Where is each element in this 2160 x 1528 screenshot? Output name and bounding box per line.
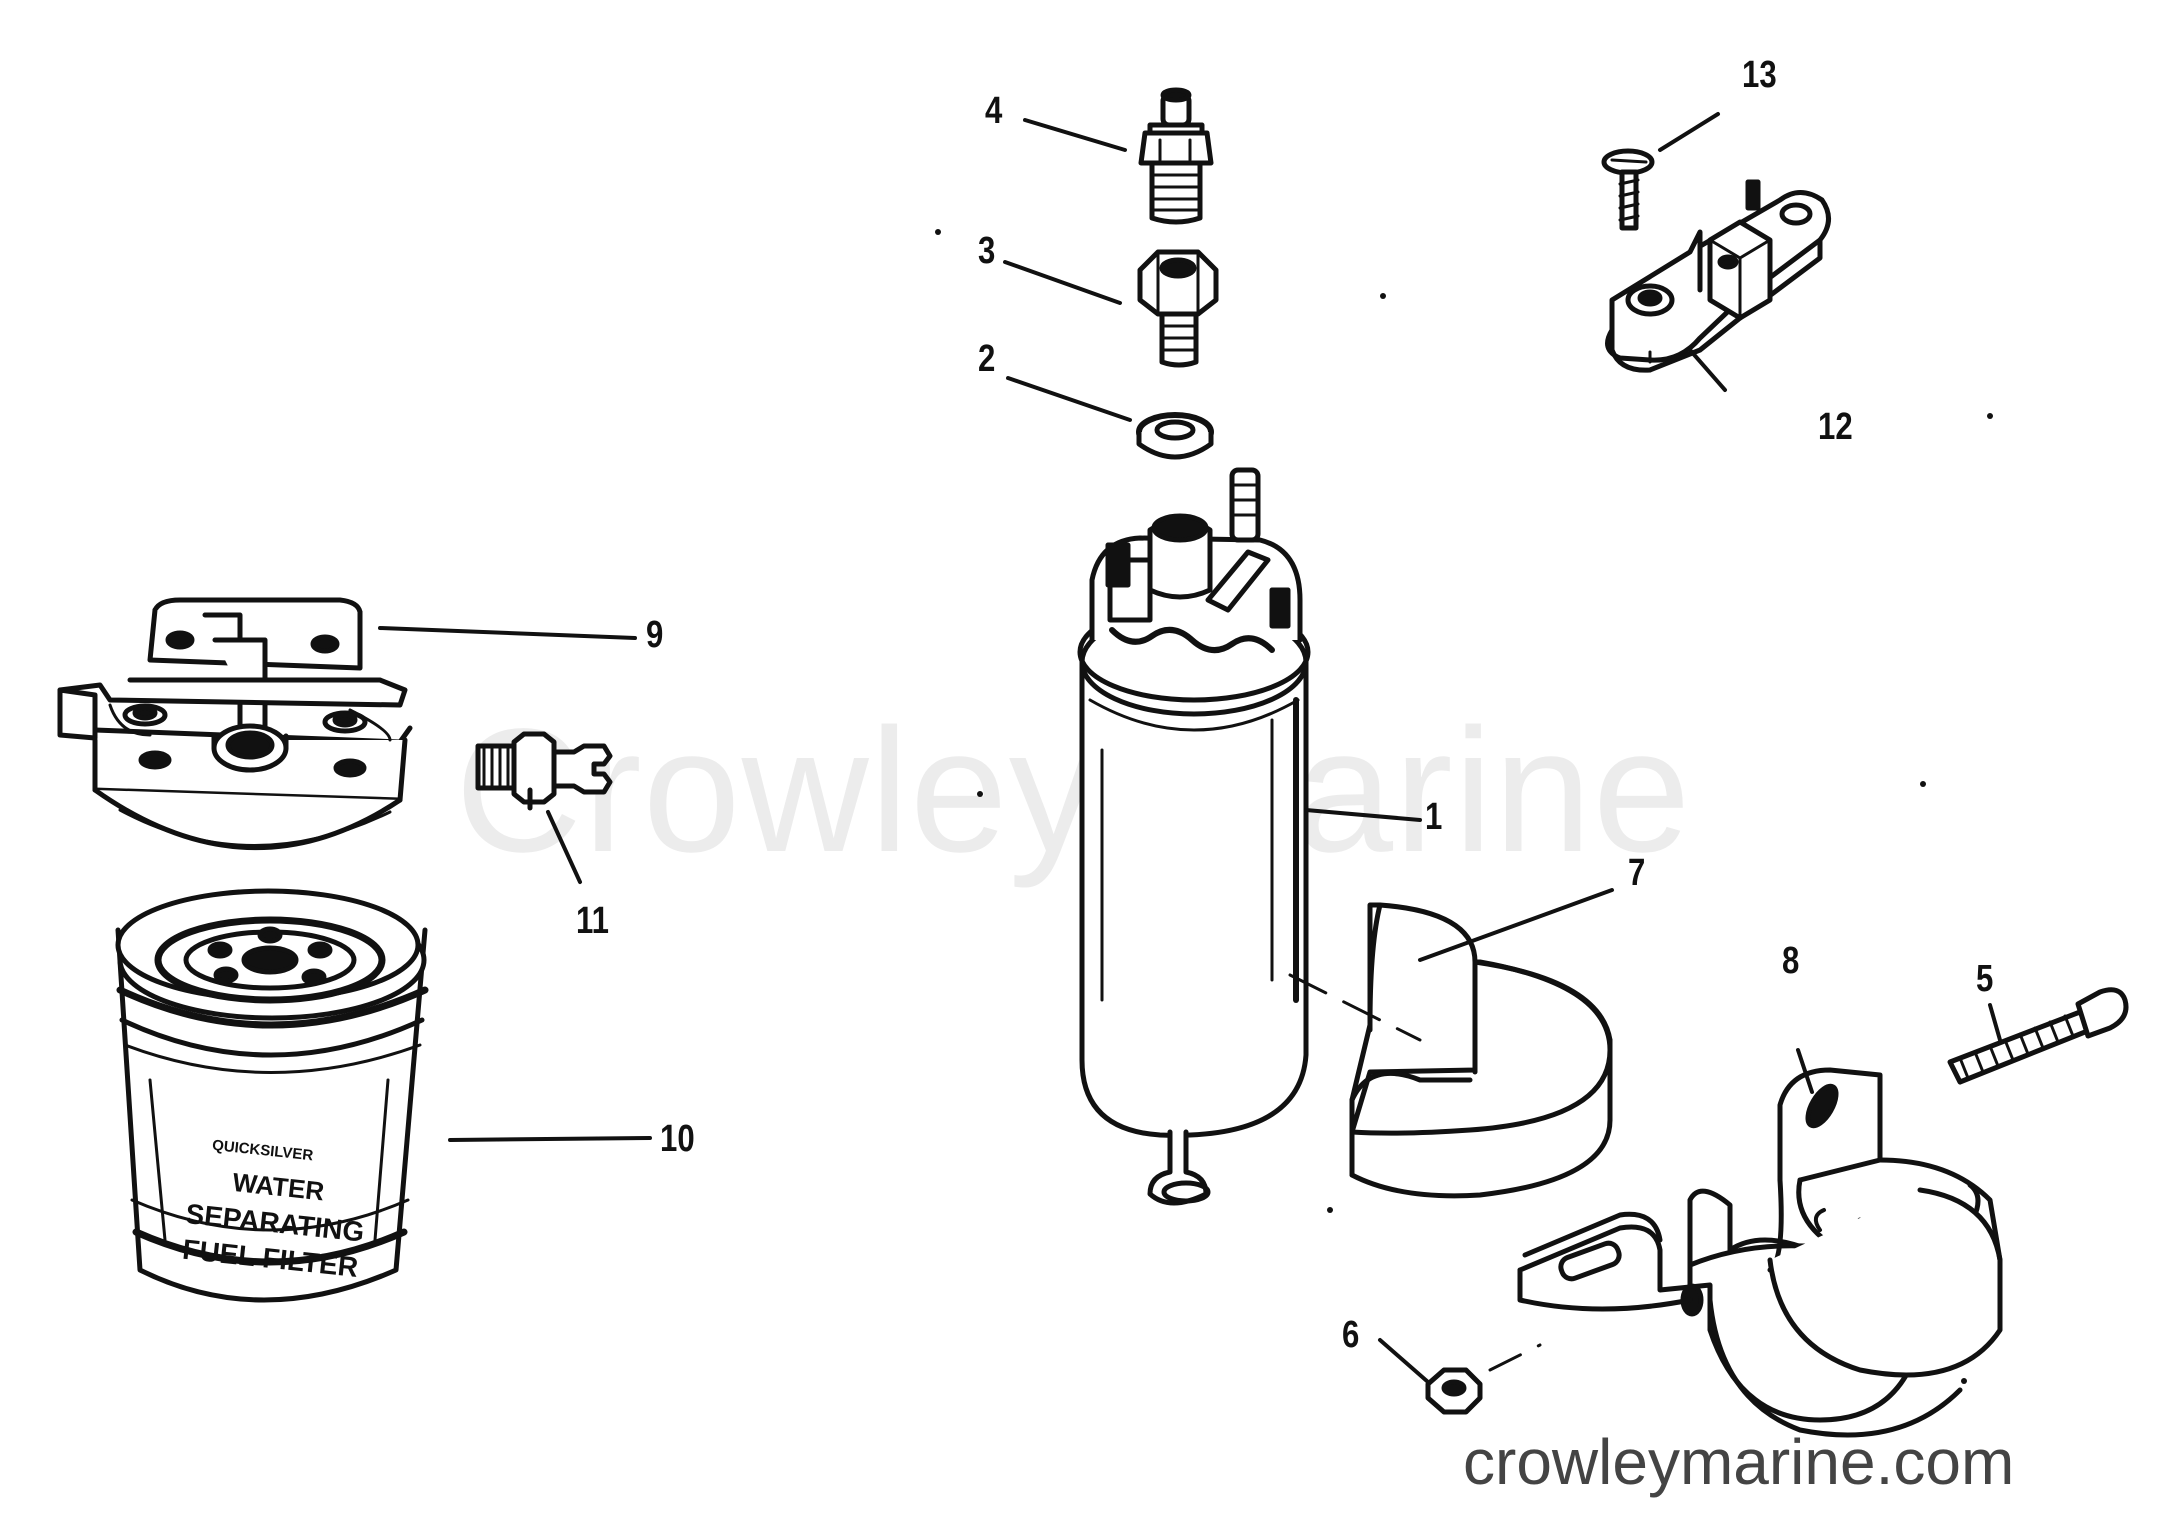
callout-8: 8	[1782, 940, 1800, 982]
part-5-screw	[1947, 987, 2129, 1085]
callout-11: 11	[576, 900, 609, 942]
part-3-nut	[1137, 249, 1219, 368]
callout-4: 4	[985, 90, 1003, 132]
callout-13: 13	[1742, 54, 1777, 96]
part-11-fitting	[475, 731, 613, 811]
part-10-filter	[115, 888, 429, 1303]
callout-12: 12	[1818, 406, 1853, 448]
assembly-line-6	[1488, 1343, 1542, 1372]
speck-marks	[935, 229, 1993, 1384]
part-13-screw	[1601, 148, 1655, 231]
part-1-fuel-pump	[1077, 467, 1311, 1206]
watermark-text: Crowley Marine	[455, 693, 1692, 889]
callout-5: 5	[1976, 958, 1994, 1000]
part-2-washer	[1136, 412, 1214, 460]
callout-9: 9	[646, 614, 664, 656]
part-9-filter-head	[57, 597, 413, 851]
leader-lines	[378, 112, 2002, 1384]
callout-1: 1	[1425, 796, 1443, 838]
site-url-text: crowleymarine.com	[1463, 1426, 2015, 1498]
part-4-fitting	[1138, 87, 1214, 225]
callout-7: 7	[1628, 852, 1646, 894]
part-6-nut	[1425, 1367, 1483, 1415]
callout-2: 2	[978, 338, 996, 380]
callout-6: 6	[1342, 1314, 1360, 1356]
part-8-clamp	[1517, 1067, 2003, 1438]
part-7-sleeve	[1349, 902, 1613, 1199]
callout-10: 10	[660, 1118, 695, 1160]
callout-3: 3	[978, 230, 996, 272]
assembly-line-7	[1288, 973, 1422, 1042]
part-12-bracket	[1605, 179, 1831, 373]
